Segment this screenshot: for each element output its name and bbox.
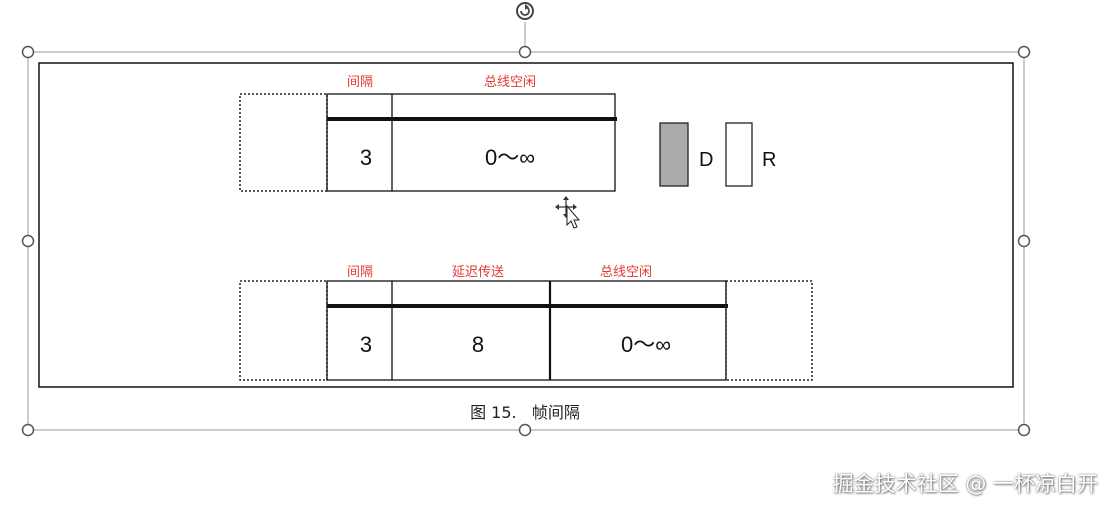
selection-box[interactable] (27, 51, 1025, 431)
resize-handle-top-left[interactable] (21, 45, 35, 59)
bottom-frame-box (326, 280, 727, 381)
bottom-value-gap: 3 (360, 332, 372, 357)
legend-dominant-label: D (699, 149, 713, 171)
legend-dominant-swatch (659, 122, 689, 187)
top-label-gap: 间隔 (347, 75, 373, 90)
bottom-previous-frame-placeholder (239, 280, 328, 381)
figure-border (38, 62, 1014, 388)
bottom-next-frame-placeholder (725, 280, 813, 381)
bottom-value-bus-idle: 0～∞ (621, 332, 671, 357)
top-label-bus-idle: 总线空闲 (484, 75, 536, 90)
bottom-interframe-space: 间隔 延迟传送 总线空闲 3 8 0～∞ (239, 265, 813, 381)
bottom-label-delay: 延迟传送 (452, 265, 504, 280)
resize-handle-top-right[interactable] (1017, 45, 1031, 59)
resize-handle-top[interactable] (518, 45, 532, 59)
bottom-label-bus-idle: 总线空闲 (600, 265, 652, 280)
resize-handle-bottom-right[interactable] (1017, 423, 1031, 437)
resize-handle-bottom-left[interactable] (21, 423, 35, 437)
move-cursor-icon (555, 196, 581, 229)
top-previous-frame-placeholder (239, 93, 328, 192)
resize-handle-left[interactable] (21, 234, 35, 248)
resize-handle-bottom[interactable] (518, 423, 532, 437)
top-value-gap: 3 (360, 145, 372, 170)
legend-recessive-swatch (725, 122, 753, 187)
figure-caption: 图 15. 帧间隔 (470, 403, 580, 422)
resize-handle-right[interactable] (1017, 234, 1031, 248)
bottom-value-delay: 8 (472, 332, 484, 357)
top-interframe-space: 间隔 总线空闲 3 0～∞ (239, 75, 617, 192)
top-value-bus-idle: 0～∞ (485, 145, 535, 170)
legend: D R (659, 122, 776, 187)
rotate-handle-icon[interactable] (516, 2, 534, 20)
legend-recessive-label: R (762, 149, 776, 171)
watermark: 掘金技术社区 @ 一杯凉白开 (832, 472, 1098, 496)
bottom-label-gap: 间隔 (347, 265, 373, 280)
top-frame-box (326, 93, 616, 192)
